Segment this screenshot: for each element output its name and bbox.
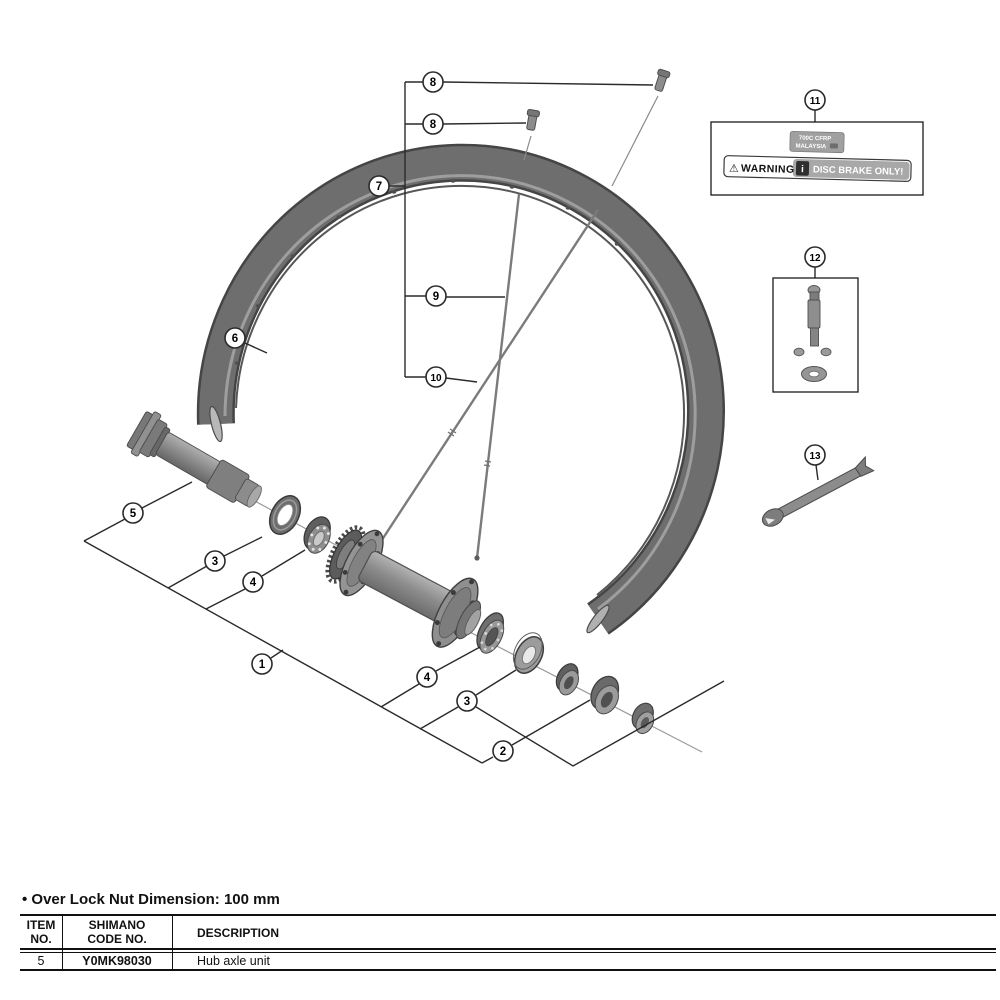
info-icon-glyph: i xyxy=(801,164,804,175)
callout-9: 9 xyxy=(425,285,447,307)
svg-text:4: 4 xyxy=(424,672,431,684)
cone-ring-right xyxy=(476,612,505,654)
callout-6: 6 xyxy=(224,327,246,349)
svg-text:8: 8 xyxy=(430,77,437,89)
spoke-break-ticks xyxy=(447,428,492,467)
rim-size-text-line1: 700C CFRP xyxy=(799,136,831,143)
spoke-a xyxy=(475,193,521,559)
callout-2: 2 xyxy=(492,740,514,762)
svg-text:5: 5 xyxy=(130,508,137,520)
leader-lines xyxy=(83,81,819,767)
info-manual-icon xyxy=(795,161,810,176)
disc-brake-warning-sticker: ⚠ WARNING i DISC BRAKE ONLY! xyxy=(723,155,912,182)
rim-spoke-holes xyxy=(234,179,620,365)
maker-logo-mark xyxy=(829,143,838,149)
hub-axle xyxy=(126,411,262,508)
svg-text:3: 3 xyxy=(212,556,218,568)
bearing-left xyxy=(303,516,331,554)
svg-text:8: 8 xyxy=(430,119,437,131)
svg-text:10: 10 xyxy=(430,373,442,384)
valve-washer xyxy=(801,366,827,382)
svg-text:11: 11 xyxy=(810,96,821,107)
spoke-nipple-mid xyxy=(526,108,541,131)
callout-12: 12 xyxy=(804,246,826,268)
spoke-wrench-tool xyxy=(761,455,875,527)
hub-body xyxy=(325,525,482,648)
end-cap xyxy=(631,702,655,735)
callout-8-top: 8 xyxy=(422,71,444,93)
rim-end-face-left xyxy=(209,405,223,443)
wheel-rim xyxy=(196,143,725,635)
callout-13: 13 xyxy=(804,444,826,466)
spoke-b xyxy=(370,209,600,556)
valve-parts-box xyxy=(772,277,859,393)
callout-8-mid: 8 xyxy=(422,113,444,135)
callouts: 8 8 7 9 10 6 5 3 xyxy=(122,71,826,762)
valve-extender xyxy=(807,285,821,347)
svg-text:4: 4 xyxy=(250,577,257,589)
spokes xyxy=(369,193,600,561)
rim-size-label: 700C CFRP MALAYSIA xyxy=(789,130,845,154)
callout-10: 10 xyxy=(425,366,447,388)
warning-label-box: 700C CFRP MALAYSIA ⚠ WARNING i DISC BRAK… xyxy=(710,121,924,196)
svg-text:12: 12 xyxy=(809,253,821,264)
valve-nut-left xyxy=(793,347,805,357)
warning-triangle-icon: ⚠ xyxy=(729,163,739,175)
svg-text:7: 7 xyxy=(376,181,382,193)
warning-word: WARNING xyxy=(741,163,795,176)
callout-11: 11 xyxy=(804,89,826,111)
seal-washer-right xyxy=(512,632,545,674)
seal-ring-left xyxy=(268,495,302,535)
exploded-axis-lines xyxy=(252,499,703,753)
callout-1: 1 xyxy=(251,653,273,675)
svg-text:13: 13 xyxy=(809,451,821,462)
svg-text:9: 9 xyxy=(433,291,439,303)
callout-3-left: 3 xyxy=(204,550,226,572)
bearing-cup-right xyxy=(555,663,580,696)
rim-end-face-right xyxy=(586,604,610,634)
spoke-nipple-top-right xyxy=(654,68,671,92)
callout-4-right: 4 xyxy=(416,666,438,688)
disc-brake-only-text: DISC BRAKE ONLY! xyxy=(813,164,904,177)
svg-text:2: 2 xyxy=(500,746,506,758)
flanged-lock-ring xyxy=(590,675,620,715)
svg-text:1: 1 xyxy=(259,659,266,671)
callout-3-right: 3 xyxy=(456,690,478,712)
svg-text:3: 3 xyxy=(464,696,470,708)
svg-text:6: 6 xyxy=(232,333,238,345)
nipple-axis-lines xyxy=(523,95,659,187)
callout-7: 7 xyxy=(368,175,390,197)
valve-nut-right xyxy=(820,347,832,357)
spoke-a-head xyxy=(474,555,480,561)
callout-5: 5 xyxy=(122,502,144,524)
callout-4-left: 4 xyxy=(242,571,264,593)
rim-size-text-line2: MALAYSIA xyxy=(795,143,827,150)
